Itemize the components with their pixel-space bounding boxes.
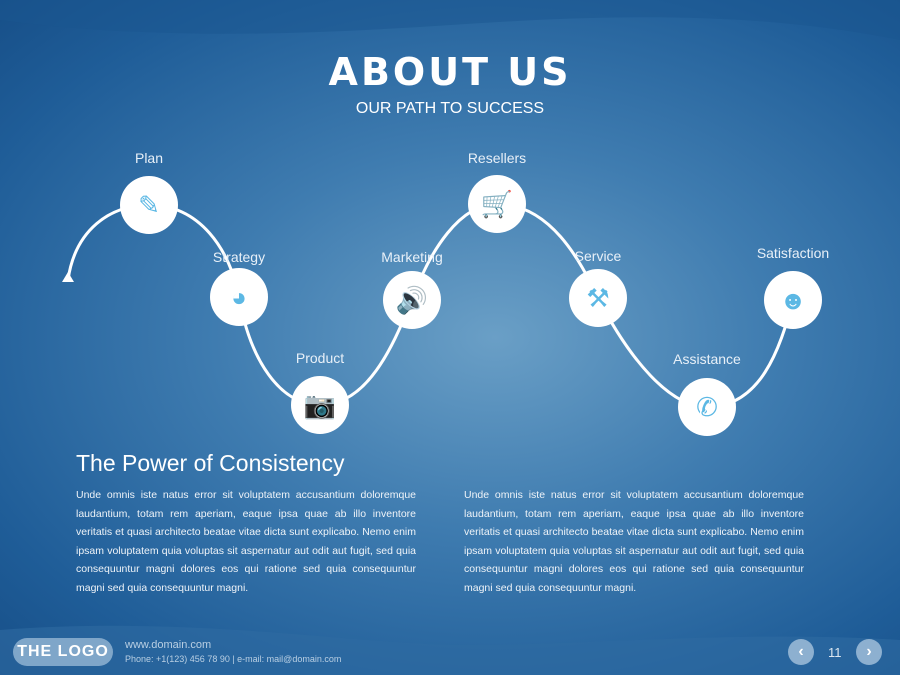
page-title: ABOUT US (328, 50, 572, 94)
paragraph-right: Unde omnis iste natus error sit voluptat… (464, 489, 804, 594)
step-node-strategy: ◕ (210, 268, 268, 326)
step-label: Marketing (381, 249, 443, 265)
paragraph-left: Unde omnis iste natus error sit voluptat… (76, 489, 416, 594)
shopping-cart-icon: 🛒 (480, 188, 514, 219)
phone-icon: ✆ (696, 391, 718, 422)
camera-icon: 📷 (303, 389, 337, 420)
top-wave (0, 0, 900, 40)
pie-chart-icon: ◕ (231, 281, 247, 312)
next-page-button[interactable]: › (856, 639, 882, 665)
step-node-service: ⚒ (569, 269, 627, 327)
step-label: Service (574, 248, 622, 264)
step-node-satisfaction: ☻ (764, 271, 822, 329)
arrow-head-icon (62, 272, 74, 282)
step-node-product: 📷 (291, 376, 349, 434)
step-node-marketing: 🔊 (383, 271, 441, 329)
step-label: Satisfaction (756, 245, 830, 261)
step-node-plan: ✎ (120, 176, 178, 234)
step-label: Product (295, 350, 345, 366)
section-heading: The Power of Consistency (76, 450, 345, 476)
tools-icon: ⚒ (586, 282, 610, 313)
step-node-resellers: 🛒 (468, 175, 526, 233)
page-subtitle: OUR PATH TO SUCCESS (355, 100, 545, 117)
step-label: Strategy (212, 249, 266, 265)
contact-info: Phone: +1(123) 456 78 90 | e-mail: mail@… (125, 654, 342, 664)
page-number: 11 (828, 645, 842, 660)
smiley-icon: ☻ (779, 284, 807, 315)
step-node-assistance: ✆ (678, 378, 736, 436)
speaker-icon: 🔊 (395, 284, 429, 315)
logo: THE LOGO (13, 638, 113, 666)
prev-page-button[interactable]: ‹ (788, 639, 814, 665)
step-label: Resellers (467, 150, 527, 166)
website-link[interactable]: www.domain.com (125, 639, 212, 651)
step-label: Assistance (673, 351, 741, 367)
bottom-wave (0, 625, 900, 675)
edit-icon: ✎ (138, 189, 160, 220)
step-label: Plan (134, 150, 164, 166)
